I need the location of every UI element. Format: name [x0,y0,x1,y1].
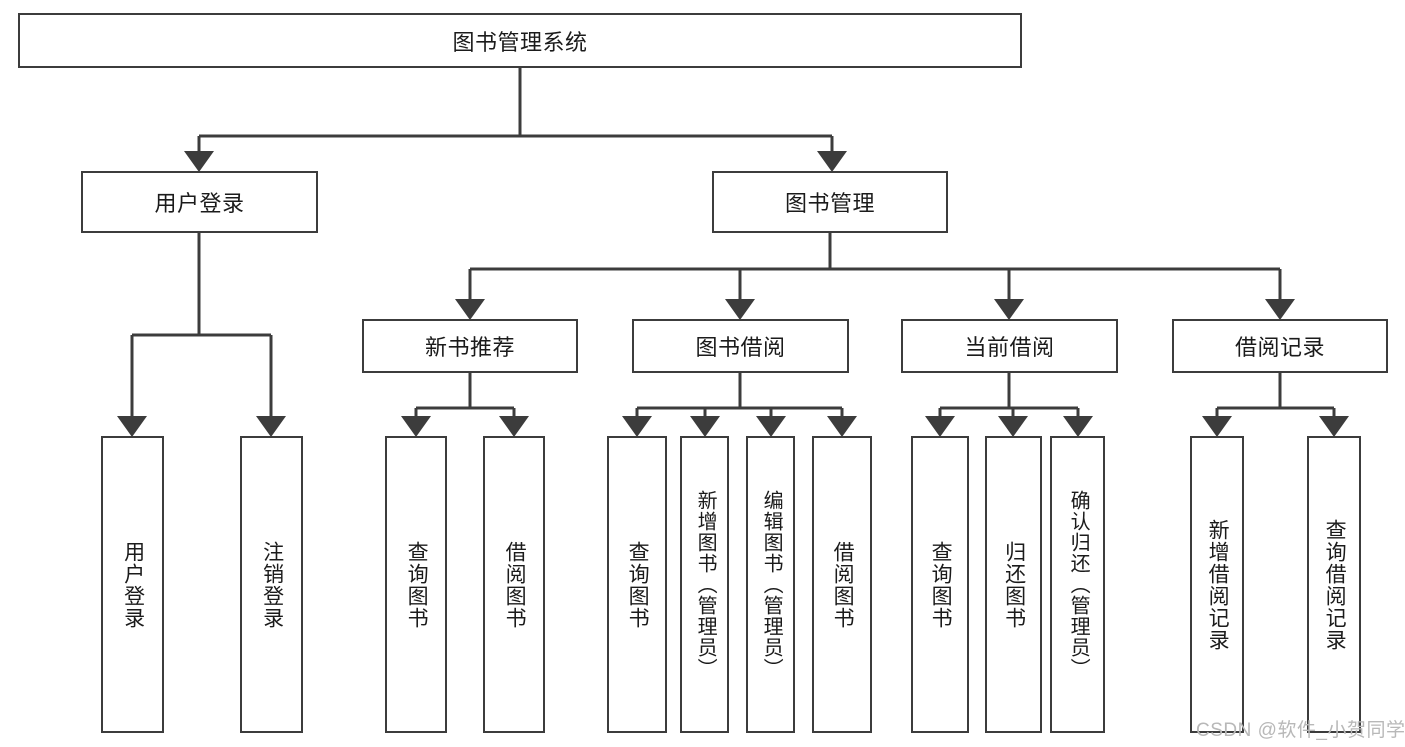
node-current-borrow[interactable]: 当前借阅 [901,319,1118,373]
leaf-borrow-book-borrow[interactable]: 借阅图书 [812,436,872,733]
leaf-query-book-rec-label: 查询图书 [405,540,429,629]
node-root-label: 图书管理系统 [452,29,588,55]
edge-current-borrow-to-leaves [925,373,1093,437]
leaf-query-book-current-label: 查询图书 [929,540,953,629]
node-new-book-recommend-label: 新书推荐 [424,335,515,360]
edge-book-mgmt-to-level3 [455,233,1295,320]
leaf-logout-login[interactable]: 注销登录 [240,436,303,733]
node-current-borrow-label: 当前借阅 [964,335,1055,360]
node-user-login[interactable]: 用户登录 [81,171,318,233]
node-book-borrow-label: 图书借阅 [695,335,786,360]
node-borrow-record[interactable]: 借阅记录 [1172,319,1388,373]
node-book-borrow[interactable]: 图书借阅 [632,319,849,373]
node-user-login-label: 用户登录 [154,191,245,216]
leaf-query-book-borrow[interactable]: 查询图书 [607,436,667,733]
leaf-user-login-label: 用户登录 [121,540,145,629]
csdn-watermark: CSDN @软件_小贺同学 [1196,720,1405,741]
leaf-borrow-book-rec[interactable]: 借阅图书 [483,436,545,733]
leaf-query-borrow-record-label: 查询借阅记录 [1323,518,1347,651]
node-new-book-recommend[interactable]: 新书推荐 [362,319,578,373]
leaf-query-book-current[interactable]: 查询图书 [911,436,969,733]
leaf-add-book-admin-label: 新增图书（管理员） [694,490,717,679]
node-book-management[interactable]: 图书管理 [712,171,948,233]
edge-root-to-level2 [184,68,847,172]
leaf-add-borrow-record[interactable]: 新增借阅记录 [1190,436,1244,733]
leaf-query-book-rec[interactable]: 查询图书 [385,436,447,733]
leaf-return-book-label: 归还图书 [1002,540,1026,629]
leaf-return-book[interactable]: 归还图书 [985,436,1042,733]
leaf-add-borrow-record-label: 新增借阅记录 [1206,518,1230,651]
leaf-edit-book-admin-label: 编辑图书（管理员） [760,490,783,679]
leaf-edit-book-admin[interactable]: 编辑图书（管理员） [746,436,795,733]
leaf-borrow-book-borrow-label: 借阅图书 [831,540,855,629]
edge-user-login-to-leaves [117,233,286,437]
node-book-management-label: 图书管理 [784,191,875,216]
edge-book-borrow-to-leaves [622,373,857,437]
leaf-query-borrow-record[interactable]: 查询借阅记录 [1307,436,1361,733]
edge-new-book-rec-to-leaves [401,373,529,437]
leaf-borrow-book-rec-label: 借阅图书 [503,540,527,629]
leaf-query-book-borrow-label: 查询图书 [626,540,650,629]
leaf-add-book-admin[interactable]: 新增图书（管理员） [680,436,729,733]
leaf-confirm-return-admin-label: 确认归还（管理员） [1067,490,1090,679]
node-borrow-record-label: 借阅记录 [1234,335,1325,360]
node-root[interactable]: 图书管理系统 [18,13,1022,68]
leaf-confirm-return-admin[interactable]: 确认归还（管理员） [1050,436,1105,733]
edge-borrow-record-to-leaves [1202,373,1349,437]
leaf-logout-login-label: 注销登录 [260,540,284,629]
leaf-user-login[interactable]: 用户登录 [101,436,164,733]
